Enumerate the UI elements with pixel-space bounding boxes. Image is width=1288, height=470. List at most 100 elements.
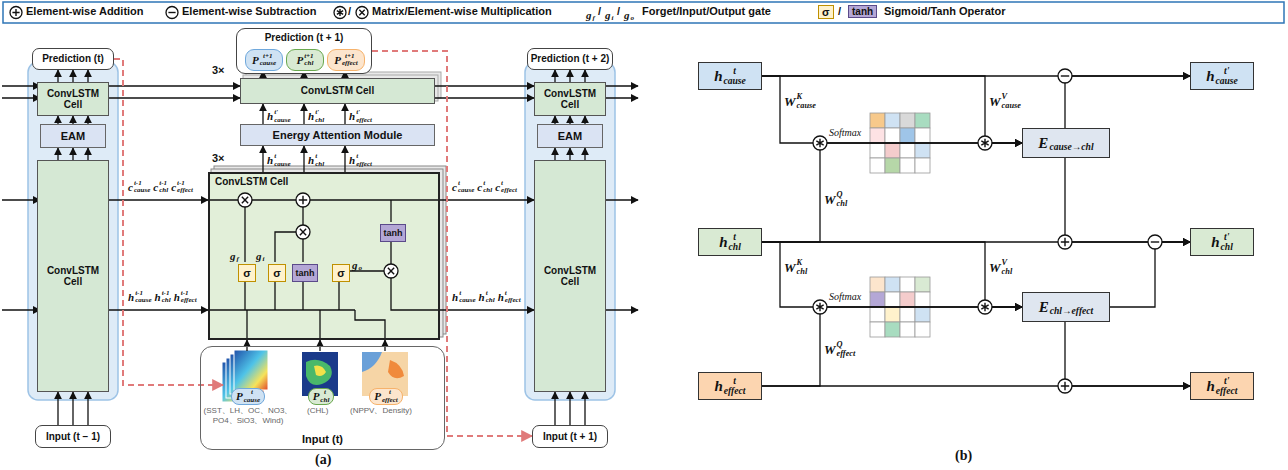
operator-symbol [978, 136, 992, 150]
node-label: Echl→effect [1039, 298, 1094, 317]
state-label-row: ct-1causect-1chlct-1effect [128, 180, 193, 195]
eam-box: EAM [40, 124, 106, 148]
state-pill: Pt+1effect [327, 49, 365, 71]
caption: (CHL) [307, 406, 328, 416]
state-line [2, 199, 40, 200]
operator-circle [813, 136, 827, 150]
superscript: K [797, 259, 808, 268]
superscript: V [1002, 259, 1013, 268]
attention-cell [900, 322, 915, 337]
node-text: σ [243, 267, 251, 280]
flow-arrow [569, 148, 570, 160]
math-term: ct-1chl [153, 180, 168, 195]
symbol-base: h [1207, 379, 1215, 394]
math-term: htchl [308, 153, 324, 168]
operator-symbol [296, 225, 310, 239]
script-stack: t+1chl [304, 53, 313, 68]
cell-wire [302, 280, 303, 310]
state-line [2, 97, 40, 98]
flow-arrow [569, 70, 570, 82]
flow-arrow [57, 70, 58, 82]
flow-arrow [440, 199, 534, 200]
math-term: ht'effect [1207, 376, 1238, 396]
flow-arrow [554, 392, 555, 425]
operator-sign [359, 10, 364, 15]
node-label: htcause [714, 66, 746, 86]
chl-blob [306, 360, 332, 385]
math-term: Pt+1effect [334, 53, 358, 68]
text-label: / [598, 5, 601, 17]
connectors [58, 51, 1190, 436]
math-term: hteffect [349, 153, 372, 168]
text-label: / [348, 5, 351, 17]
attention-cell [870, 113, 885, 128]
subscript: cause [134, 187, 150, 194]
symbol-base: g [230, 251, 236, 262]
effect-blob [388, 360, 404, 378]
node-label: Pt+1chl [296, 53, 313, 68]
subscript: chl→effect [1050, 306, 1094, 316]
script-stack: tcause [274, 153, 290, 168]
attention-cell [870, 143, 885, 158]
math-term: hteffect [715, 376, 746, 396]
node-text: Prediction (t + 2) [531, 53, 610, 65]
node-text: Input (t + 1) [543, 431, 597, 443]
script-stack: tcause [458, 180, 474, 195]
symbol-base: g [605, 10, 611, 21]
node-label: hteffect [715, 376, 746, 396]
math-term: cteffect [495, 180, 517, 195]
node-label: Ptcause [231, 388, 265, 405]
attention-cell [870, 292, 885, 307]
superscript: Q [837, 341, 856, 350]
math-term: WKcause [784, 93, 816, 110]
operator-circle [1058, 69, 1072, 83]
superscript: t-1 [159, 180, 168, 187]
script-stack: Kcause [797, 93, 816, 110]
symbol-base: W [824, 193, 836, 206]
flow-arrow [584, 392, 585, 425]
symbol-base: h [719, 235, 727, 250]
script-stack: o [631, 9, 635, 23]
subscript: f [237, 256, 239, 263]
script-stack: t'effect [1216, 376, 1238, 396]
math-label: WVcause [989, 92, 1021, 110]
symbol-base: h [308, 155, 314, 166]
feedback-arrow [372, 51, 532, 436]
symbol-base: h [714, 69, 722, 84]
subscript: cause [797, 102, 816, 111]
symbol-base: P [374, 391, 381, 402]
node-label: ConvLSTM Cell [38, 88, 108, 111]
attention-cell [915, 143, 930, 158]
flow-arrow [435, 85, 534, 86]
superscript: t [486, 290, 495, 297]
operator-circle [334, 7, 346, 19]
superscript: t+1 [260, 53, 276, 60]
subscript: effect [505, 297, 521, 304]
math-term: WQeffect [824, 341, 855, 358]
symbol-base: P [252, 55, 259, 66]
script-stack: Vcause [1002, 93, 1021, 110]
flow-arrow [569, 392, 570, 425]
legend-text: Forget/Input/Output gate [642, 5, 771, 17]
superscript: t [505, 290, 521, 297]
node-label: σ [273, 267, 281, 280]
script-stack: Qchl [837, 191, 848, 208]
operator-circle [166, 7, 178, 19]
flow-arrow [554, 148, 555, 160]
node-text: EAM [558, 130, 582, 143]
node-label: EAM [61, 130, 85, 143]
script-stack: tchl [320, 389, 329, 404]
attention-cell [885, 113, 900, 128]
node-label: Prediction (t + 2) [531, 53, 610, 65]
operator-symbol [978, 300, 992, 314]
text-label: 3× [212, 152, 225, 164]
attention-cell [915, 322, 930, 337]
attention-cell [870, 158, 885, 173]
operator-circle [978, 136, 992, 150]
symbol-base: E [1038, 136, 1048, 151]
convlstm-cell: σσtanhσtanhConvLSTM Cell [208, 172, 440, 340]
math-label: gf [230, 246, 239, 264]
state-line [603, 97, 638, 98]
